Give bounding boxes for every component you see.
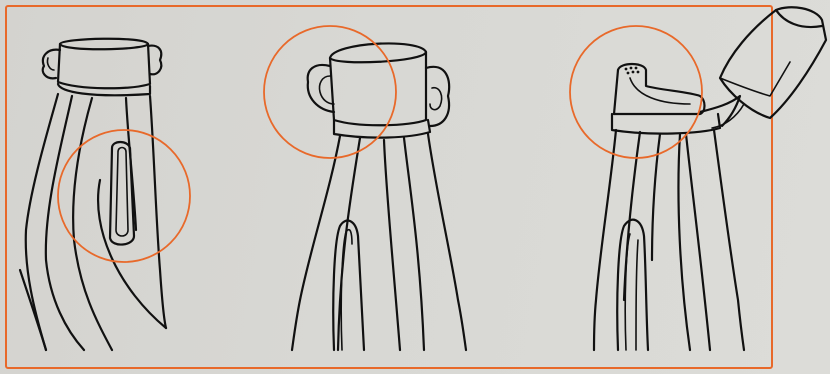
panel-2-cap-body [330, 52, 426, 125]
panel-2-body-right [428, 134, 466, 350]
panel-3-fold-3 [686, 134, 710, 350]
panel-3-body-right [714, 130, 744, 350]
panel-1-left-tab-inner [47, 58, 54, 70]
panel-3-body-left [594, 130, 616, 350]
panel-1-fold-2 [73, 98, 112, 350]
panel-3-fold-2 [652, 134, 660, 260]
panel-3-bottle [570, 7, 826, 350]
panel-1-fold-1 [46, 96, 84, 350]
panel-1-grip-slot-outer [110, 142, 134, 245]
panel-3-fold-4 [678, 134, 690, 350]
panel-3-spout-left [614, 70, 618, 114]
panel-2-right-tab-inner [430, 88, 442, 110]
panel-2-right-tab [426, 67, 449, 126]
panel-1-callout-circle [58, 130, 190, 262]
panel-1-body-left [26, 94, 58, 350]
panel-2-fold-2 [404, 138, 424, 350]
panel-1-fold-4 [20, 270, 46, 350]
panel-2-bottle [264, 26, 466, 350]
panel-3-arch-outer [617, 220, 648, 350]
panel-3-collar [612, 114, 720, 134]
panel-2-fold-3 [384, 140, 400, 350]
panel-1-grip-slot-inner [116, 148, 128, 237]
panel-1-body-right [150, 96, 166, 328]
panel-2-arch-inner [341, 230, 352, 350]
panel-1-bottle [20, 39, 190, 350]
panel-2-callout-circle [264, 26, 396, 158]
panel-3-arch-inner-2 [636, 240, 638, 350]
panel-3-vent-holes [625, 67, 640, 75]
panel-3-spout-outer [614, 64, 705, 114]
panel-1-cap-top [60, 39, 148, 50]
panel-1-cap-body [58, 44, 150, 88]
